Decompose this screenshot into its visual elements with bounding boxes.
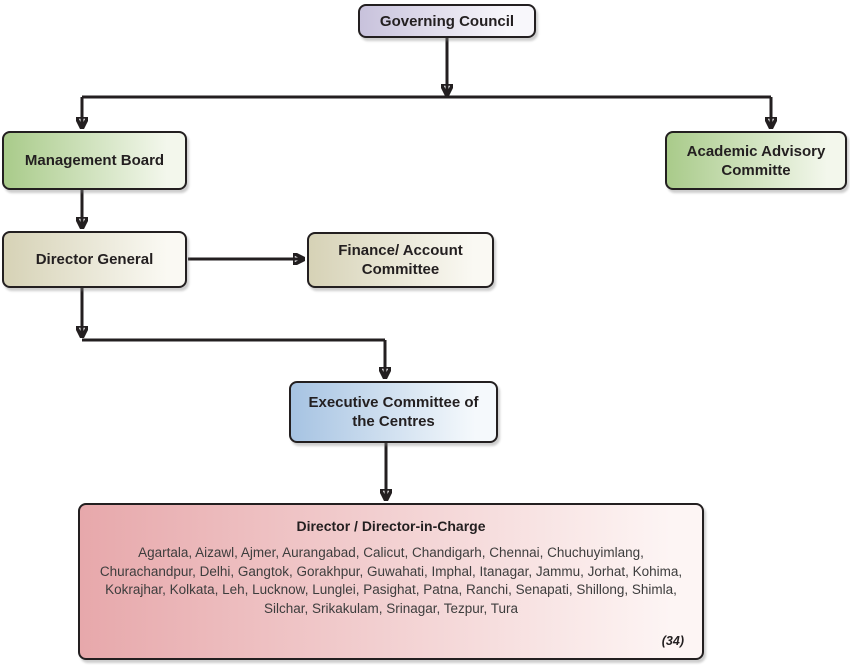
node-management-board-label: Management Board	[24, 152, 165, 169]
node-finance-account-committee-label: Finance/ Account Committee	[338, 242, 463, 278]
director-in-charge-heading: Director / Director-in-Charge	[296, 518, 486, 534]
node-executive-committee-label: Executive Committee of the Centres	[308, 394, 479, 430]
node-academic-advisory-committee-label: Academic Advisory Committe	[686, 142, 826, 179]
node-executive-committee: Executive Committee of the Centres	[289, 381, 498, 443]
node-director-general: Director General	[2, 231, 187, 288]
node-director-in-charge: Director / Director-in-Charge Agartala, …	[78, 503, 704, 660]
node-governing-council-label: Governing Council	[379, 12, 515, 30]
node-management-board: Management Board	[2, 131, 187, 190]
node-governing-council: Governing Council	[358, 4, 536, 38]
node-finance-account-committee: Finance/ Account Committee	[307, 232, 494, 288]
director-in-charge-count: (34)	[661, 634, 684, 648]
node-academic-advisory-committee: Academic Advisory Committe	[665, 131, 847, 190]
node-director-general-label: Director General	[35, 251, 154, 268]
director-in-charge-centres-list: Agartala, Aizawl, Ajmer, Aurangabad, Cal…	[99, 545, 683, 616]
